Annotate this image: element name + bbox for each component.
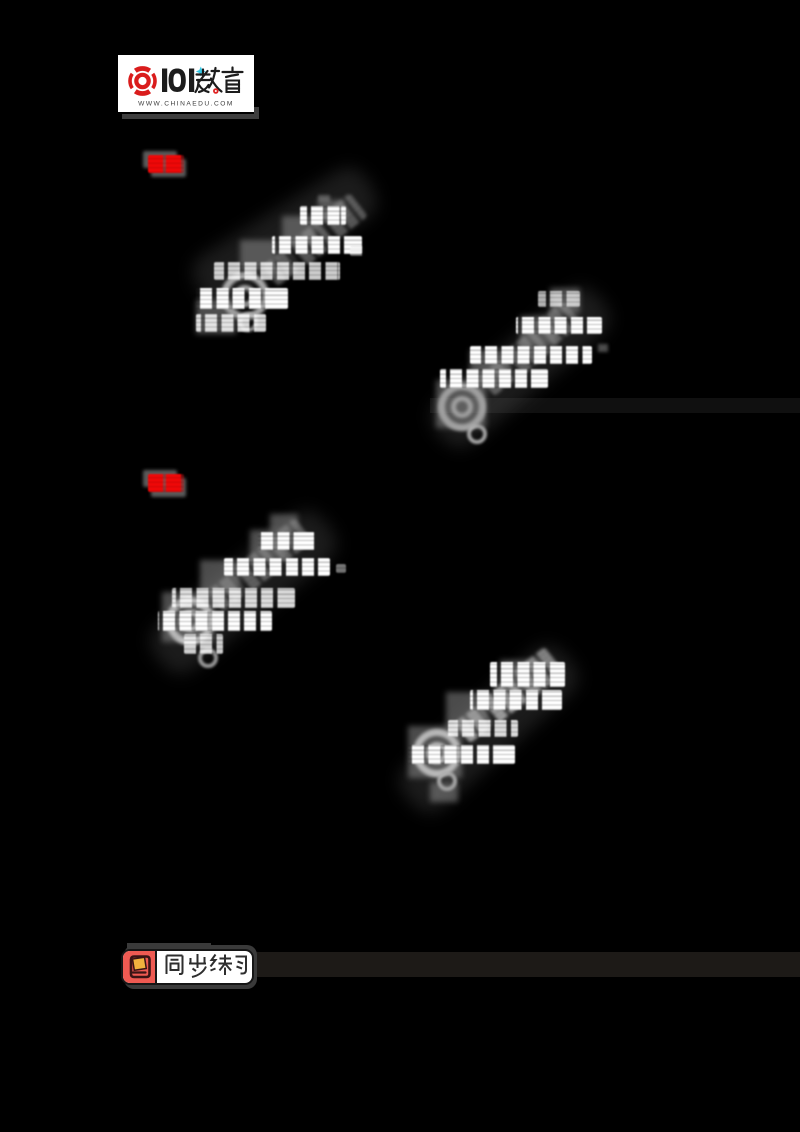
svg-text:WWW.CHINAEDU.COM: WWW.CHINAEDU.COM bbox=[138, 101, 234, 108]
